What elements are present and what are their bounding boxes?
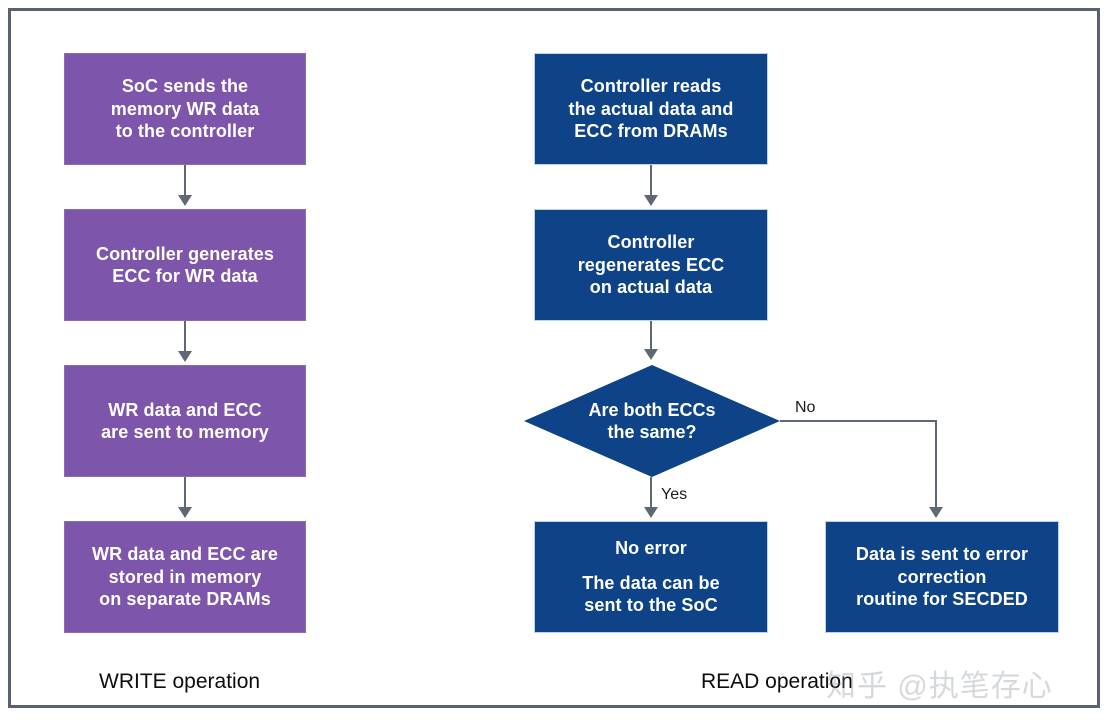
arrowhead-read-1 bbox=[644, 195, 658, 206]
node-line: The data can be bbox=[582, 572, 720, 593]
node-line: Data is sent to error bbox=[855, 544, 1029, 565]
node-are-both-eccs-the-same: Are both ECCs the same? bbox=[524, 365, 780, 477]
node-line: on separate DRAMs bbox=[99, 589, 271, 610]
diamond-shape bbox=[524, 365, 780, 477]
arrowhead-no bbox=[929, 507, 943, 518]
connector-no-vertical bbox=[935, 420, 937, 509]
node-line: stored in memory bbox=[108, 566, 262, 587]
node-line: sent to the SoC bbox=[584, 595, 718, 616]
connector-yes bbox=[650, 477, 652, 509]
arrowhead-yes bbox=[644, 507, 658, 518]
caption-write-operation: WRITE operation bbox=[99, 670, 261, 693]
arrowhead-write-1 bbox=[178, 195, 192, 206]
node-line: SoC sends the bbox=[121, 76, 249, 97]
arrowhead-write-2 bbox=[178, 351, 192, 362]
node-error-correction: Data is sent to error correction routine… bbox=[825, 521, 1059, 633]
node-line: Controller reads bbox=[580, 76, 722, 97]
node-line: Controller generates bbox=[95, 243, 275, 264]
node-line: to the controller bbox=[115, 121, 255, 142]
connector-write-1 bbox=[184, 165, 186, 197]
connector-no-horizontal bbox=[780, 420, 937, 422]
diagram-frame: SoC sends the memory WR data to the cont… bbox=[8, 8, 1100, 708]
edge-label-no: No bbox=[795, 399, 816, 416]
connector-write-2 bbox=[184, 321, 186, 353]
node-wr-data-sent-to-memory: WR data and ECC are sent to memory bbox=[64, 365, 306, 477]
node-wr-data-stored: WR data and ECC are stored in memory on … bbox=[64, 521, 306, 633]
node-line: routine for SECDED bbox=[856, 589, 1028, 610]
node-line: WR data and ECC bbox=[108, 399, 262, 420]
node-line: memory WR data bbox=[110, 98, 260, 119]
caption-read-operation: READ operation bbox=[701, 670, 853, 693]
node-no-error: No error The data can be sent to the SoC bbox=[534, 521, 768, 633]
connector-write-3 bbox=[184, 477, 186, 509]
node-line: regenerates ECC bbox=[577, 254, 725, 275]
node-line: are sent to memory bbox=[101, 422, 269, 442]
node-line: No error bbox=[615, 538, 687, 559]
edge-label-yes: Yes bbox=[661, 486, 688, 503]
node-controller-generates-ecc: Controller generates ECC for WR data bbox=[64, 209, 306, 321]
node-soc-sends: SoC sends the memory WR data to the cont… bbox=[64, 53, 306, 165]
watermark: 知乎 @执笔存心 bbox=[826, 670, 1053, 703]
node-line: WR data and ECC are bbox=[92, 544, 278, 565]
node-line: on actual data bbox=[589, 277, 713, 298]
arrowhead-read-2 bbox=[644, 349, 658, 360]
node-line: Controller bbox=[607, 232, 695, 253]
node-controller-regenerates-ecc: Controller regenerates ECC on actual dat… bbox=[534, 209, 768, 321]
node-line: the actual data and bbox=[568, 98, 734, 119]
arrowhead-write-3 bbox=[178, 507, 192, 518]
node-line: correction bbox=[897, 566, 987, 587]
node-line: ECC from DRAMs bbox=[574, 121, 728, 142]
connector-read-1 bbox=[650, 165, 652, 197]
node-line: ECC for WR data bbox=[112, 266, 258, 286]
node-controller-reads: Controller reads the actual data and ECC… bbox=[534, 53, 768, 165]
connector-read-2 bbox=[650, 321, 652, 351]
